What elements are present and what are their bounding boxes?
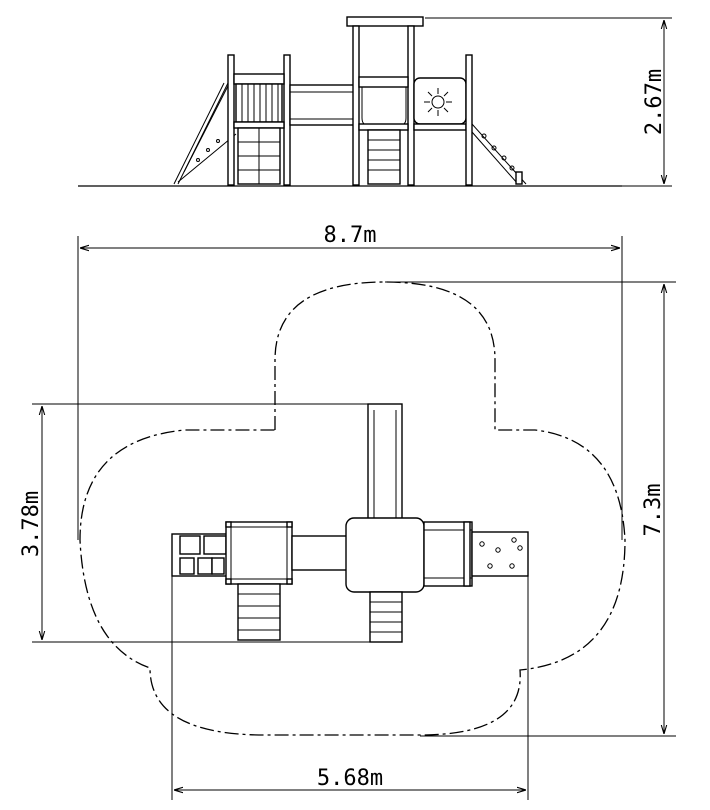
plan-climbing-wall — [471, 531, 529, 577]
plan-view: 8.7m 7.3m 3.78m 5.68m — [19, 223, 676, 800]
plan-center-ladder — [369, 591, 403, 643]
tunnel — [289, 84, 355, 126]
equipment-depth-label: 3.78m — [19, 491, 44, 557]
plan-left-ladder — [237, 583, 281, 641]
total-depth-label: 7.3m — [641, 484, 666, 537]
elevation-view: 2.67m — [78, 16, 672, 187]
plan-slide — [367, 403, 403, 521]
right-panel — [413, 54, 473, 186]
left-tower — [227, 54, 291, 186]
plan-tunnel — [291, 535, 349, 571]
plan-right-platform — [423, 521, 473, 587]
plan-center-deck — [345, 517, 425, 593]
plan-left-deck — [225, 521, 293, 585]
sun-icon — [431, 95, 445, 109]
left-slide — [173, 81, 237, 185]
plan-left-module — [171, 533, 231, 577]
central-tower — [346, 16, 424, 186]
safety-zone-outline — [79, 281, 626, 736]
equipment-width-label: 5.68m — [317, 766, 383, 791]
total-width-label: 8.7m — [324, 223, 377, 248]
right-climbing-wall — [471, 123, 527, 185]
height-label: 2.67m — [642, 69, 667, 135]
